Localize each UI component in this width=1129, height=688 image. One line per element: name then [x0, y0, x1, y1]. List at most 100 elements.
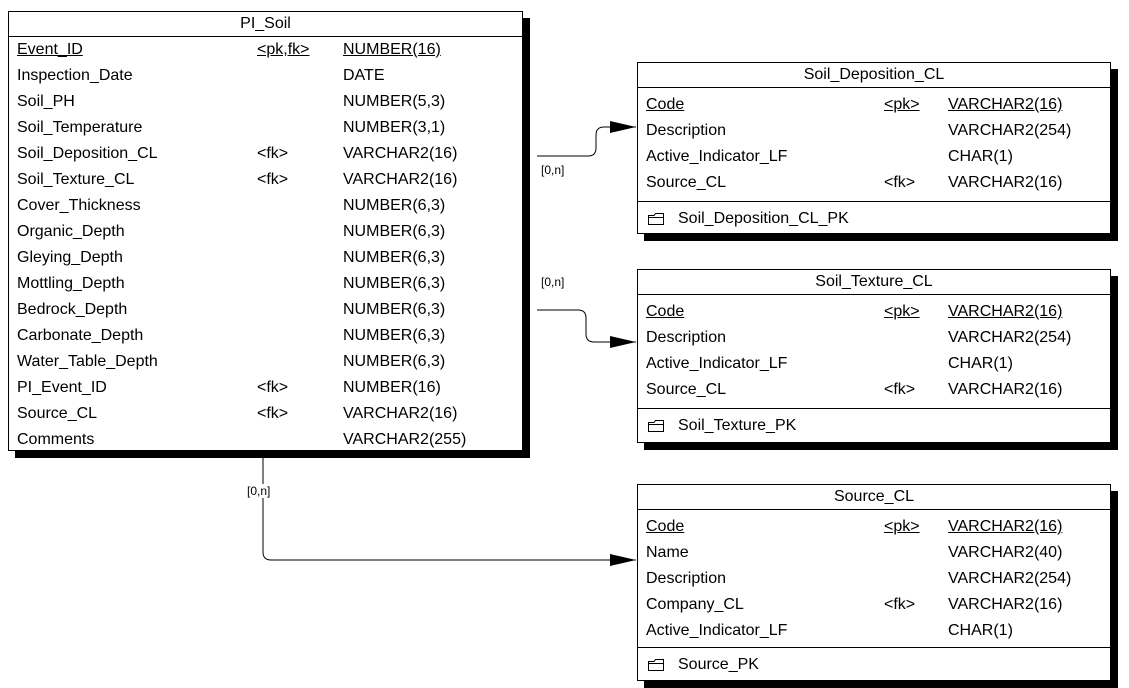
attribute-type: NUMBER(5,3) [343, 93, 446, 110]
arrow-deposition-icon [610, 121, 636, 133]
entity-title: Soil_Texture_CL [638, 270, 1110, 295]
attribute-key: <fk> [257, 171, 289, 188]
attribute-name: Description [646, 329, 727, 346]
primary-key-name: Soil_Texture_PK [678, 417, 797, 434]
key-folder-icon [648, 659, 664, 671]
attribute-key: <fk> [257, 379, 289, 396]
attribute-name: Comments [17, 431, 95, 448]
attribute-row: Code <pk> VARCHAR2(16) [638, 92, 1110, 118]
attribute-type: NUMBER(6,3) [343, 353, 446, 370]
attribute-key: <fk> [884, 596, 916, 613]
cardinality-source: [0,n] [246, 484, 272, 498]
attribute-name: Organic_Depth [17, 223, 125, 240]
attribute-key: <fk> [257, 145, 289, 162]
attribute-row: Soil_Texture_CL <fk> VARCHAR2(16) [9, 167, 522, 193]
primary-key-section: Source_PK [638, 647, 1110, 682]
attribute-row: Name VARCHAR2(40) [638, 540, 1110, 566]
entity-title: Source_CL [638, 485, 1110, 510]
attribute-name: Name [646, 544, 689, 561]
attribute-name: Description [646, 570, 727, 587]
attribute-name: Code [646, 96, 685, 113]
attribute-name: PI_Event_ID [17, 379, 107, 396]
cardinality-deposition: [0,n] [541, 163, 565, 177]
attribute-type: DATE [343, 67, 385, 84]
attribute-type: VARCHAR2(16) [948, 96, 1063, 113]
attribute-key: <fk> [884, 174, 916, 191]
attribute-name: Source_CL [17, 405, 98, 422]
attribute-key: <pk> [884, 518, 920, 535]
attribute-name: Company_CL [646, 596, 744, 613]
connector-texture [537, 309, 636, 343]
attribute-name: Cover_Thickness [17, 197, 141, 214]
primary-key-name: Soil_Deposition_CL_PK [678, 210, 849, 227]
attribute-type: VARCHAR2(16) [948, 596, 1063, 613]
primary-key-name: Source_PK [678, 656, 759, 673]
attribute-type: VARCHAR2(16) [948, 303, 1063, 320]
attribute-name: Active_Indicator_LF [646, 622, 788, 639]
attribute-type: CHAR(1) [948, 355, 1013, 372]
attribute-type: NUMBER(6,3) [343, 197, 446, 214]
attribute-type: CHAR(1) [948, 622, 1013, 639]
attribute-row: Company_CL <fk> VARCHAR2(16) [638, 592, 1110, 618]
attribute-type: CHAR(1) [948, 148, 1013, 165]
attribute-name: Soil_Deposition_CL [17, 145, 158, 162]
attribute-name: Code [646, 303, 685, 320]
attribute-name: Carbonate_Depth [17, 327, 144, 344]
attribute-name: Soil_Temperature [17, 119, 143, 136]
attribute-name: Mottling_Depth [17, 275, 125, 292]
key-folder-icon [648, 420, 664, 432]
attribute-name: Bedrock_Depth [17, 301, 128, 318]
primary-key-section: Soil_Texture_PK [638, 408, 1110, 443]
attribute-key: <pk> [884, 303, 920, 320]
attribute-name: Inspection_Date [17, 67, 133, 84]
attribute-row: Gleying_Depth NUMBER(6,3) [9, 245, 522, 271]
attribute-type: VARCHAR2(16) [948, 518, 1063, 535]
attribute-type: VARCHAR2(16) [948, 174, 1063, 191]
entity-title: Soil_Deposition_CL [638, 63, 1110, 88]
entity-pi-soil[interactable]: PI_Soil Event_ID<pk,fk>NUMBER(16) Inspec… [8, 11, 523, 451]
primary-key-section: Soil_Deposition_CL_PK [638, 201, 1110, 236]
attribute-type: NUMBER(16) [343, 41, 441, 58]
attribute-row: Inspection_Date DATE [9, 63, 522, 89]
attribute-type: NUMBER(16) [343, 379, 441, 396]
connector-deposition [537, 126, 636, 157]
attribute-key: <pk> [884, 96, 920, 113]
entity-soil-texture-cl[interactable]: Soil_Texture_CL Code <pk> VARCHAR2(16) Des… [637, 269, 1111, 443]
arrow-source-icon [610, 554, 636, 566]
attribute-type: VARCHAR2(16) [343, 171, 458, 188]
cardinality-texture: [0,n] [541, 275, 565, 289]
attribute-name: Soil_Texture_CL [17, 171, 135, 188]
arrow-texture-icon [610, 336, 636, 348]
attribute-type: VARCHAR2(254) [948, 122, 1072, 139]
connector-source [262, 454, 636, 561]
entity-attributes: Event_ID<pk,fk>NUMBER(16) Inspection_Dat… [9, 37, 522, 452]
entity-title: PI_Soil [9, 12, 522, 37]
attribute-type: VARCHAR2(254) [948, 329, 1072, 346]
attribute-type: NUMBER(6,3) [343, 301, 446, 318]
attribute-row: Cover_Thickness NUMBER(6,3) [9, 193, 522, 219]
entity-soil-deposition-cl[interactable]: Soil_Deposition_CL Code<pk>VARCHAR2(16) … [637, 62, 1111, 234]
attribute-name: Gleying_Depth [17, 249, 123, 266]
attribute-name: Source_CL [646, 174, 727, 191]
attribute-type: VARCHAR2(16) [343, 405, 458, 422]
attribute-row: Event_ID<pk,fk>NUMBER(16) [9, 37, 522, 63]
attribute-type: VARCHAR2(40) [948, 544, 1063, 561]
attribute-row: Code <pk> VARCHAR2(16) [638, 299, 1110, 325]
attribute-row: Source_CL <fk> VARCHAR2(16) [638, 170, 1110, 196]
attribute-type: NUMBER(6,3) [343, 249, 446, 266]
attribute-row: Source_CL<fk>VARCHAR2(16) [9, 401, 522, 427]
attribute-row: Code<pk>VARCHAR2(16) [638, 514, 1110, 540]
